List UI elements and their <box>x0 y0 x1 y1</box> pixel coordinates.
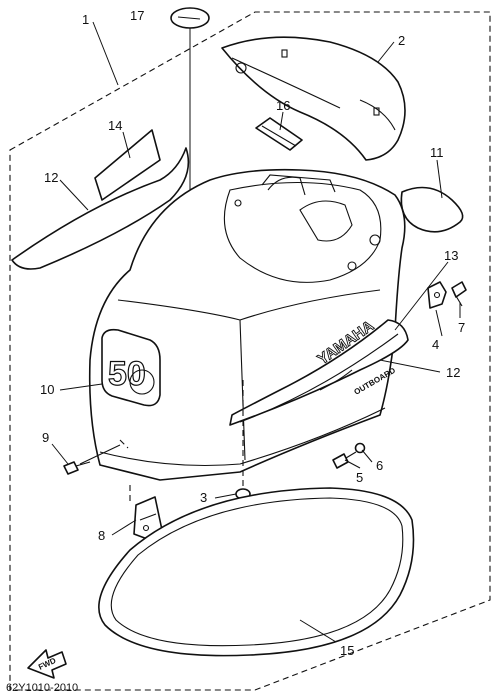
part-gasket <box>98 487 415 657</box>
callout-10: 10 <box>40 382 54 397</box>
callout-13: 13 <box>444 248 458 263</box>
callout-12-right: 12 <box>446 365 460 380</box>
callout-7: 7 <box>458 320 465 335</box>
callout-2: 2 <box>398 33 405 48</box>
assembly-boundary <box>9 11 491 691</box>
part-top-cover <box>221 36 406 161</box>
part-decal-right <box>400 186 464 233</box>
callout-1: 1 <box>82 12 89 27</box>
part-front-badge: 50 <box>101 328 161 407</box>
part-pad <box>255 117 303 151</box>
callout-11: 11 <box>430 145 444 160</box>
callout-5: 5 <box>356 470 363 485</box>
part-bolt-upper <box>451 281 467 307</box>
callout-6: 6 <box>376 458 383 473</box>
part-screw <box>332 451 357 469</box>
callout-8: 8 <box>98 528 105 543</box>
badge-model-number: 50 <box>108 355 146 393</box>
fwd-arrow-icon: FWD <box>27 649 67 679</box>
callout-17: 17 <box>130 8 144 23</box>
part-screw-left <box>63 461 91 475</box>
callout-14: 14 <box>108 118 122 133</box>
callout-3: 3 <box>200 490 207 505</box>
part-decal-sheet <box>94 129 161 201</box>
callout-labels: 1 2 17 14 12 16 11 13 7 4 12 10 9 6 5 3 … <box>40 8 465 658</box>
part-side-graphic-left <box>11 147 190 270</box>
leader-lines <box>51 16 461 643</box>
drawing-code: 62Y1010-2010 <box>6 682 78 694</box>
callout-9: 9 <box>42 430 49 445</box>
part-bracket-small <box>427 281 447 309</box>
callout-4: 4 <box>432 337 439 352</box>
part-top-cowling: 50 YAMAHA OUTBOARD <box>88 168 409 481</box>
callout-12-left: 12 <box>44 170 58 185</box>
callout-16: 16 <box>276 98 290 113</box>
callout-15: 15 <box>340 643 354 658</box>
